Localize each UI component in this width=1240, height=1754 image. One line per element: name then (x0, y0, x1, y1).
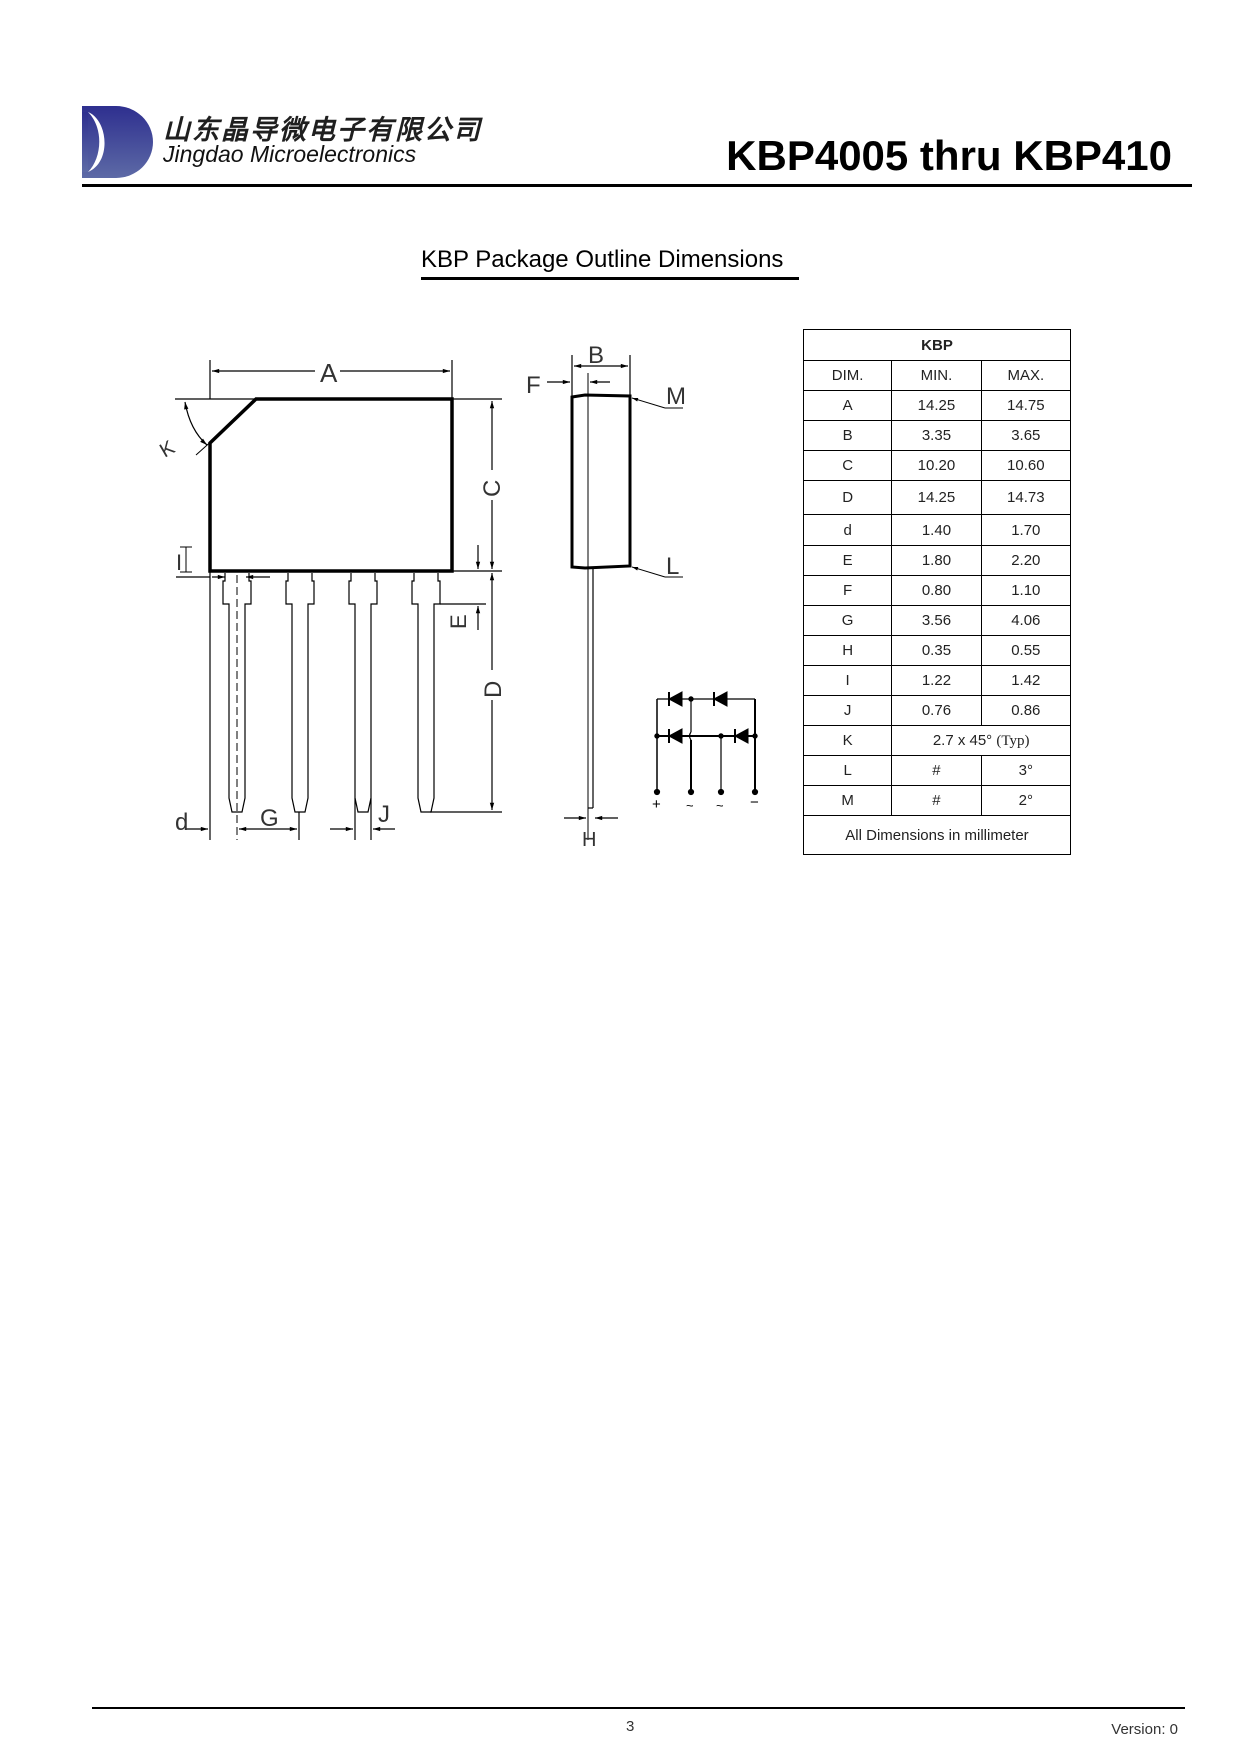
min-cell: 0.35 (891, 635, 982, 666)
page-number: 3 (626, 1718, 635, 1735)
min-cell: 14.25 (891, 390, 982, 421)
table-header-row: DIM. MIN. MAX. (802, 360, 1072, 391)
table-row-m: M#2° (802, 785, 1072, 816)
max-cell: 10.60 (980, 450, 1072, 481)
table-row-k: K 2.7 x 45° (Typ) (802, 725, 1071, 756)
table-row-l: L#3° (802, 755, 1072, 786)
dim-cell: d (802, 514, 893, 546)
section-title: KBP Package Outline Dimensions (421, 246, 784, 273)
label-I: I (176, 550, 182, 575)
pin-label-negative: − (750, 794, 759, 811)
dim-cell: D (802, 480, 893, 515)
footer-divider (92, 1707, 1185, 1709)
min-cell: 0.76 (891, 695, 982, 726)
k-note: (Typ) (996, 732, 1030, 749)
max-cell: 2° (980, 785, 1072, 816)
label-B: B (588, 342, 604, 369)
document-title: KBP4005 thru KBP410 (726, 132, 1172, 179)
dim-cell: G (802, 605, 893, 636)
min-cell: 0.80 (891, 575, 982, 606)
pin-label-ac1: ~ (686, 798, 694, 813)
section-title-underline (421, 277, 799, 280)
label-L: L (666, 553, 679, 580)
label-d: d (175, 809, 188, 836)
table-package-name: KBP (803, 329, 1071, 361)
k-value-cell: 2.7 x 45° (Typ) (891, 725, 1071, 756)
label-A: A (320, 358, 338, 388)
dimension-letters: A K C I E D d G J B F M L H (156, 342, 686, 851)
max-cell: 14.73 (980, 480, 1072, 515)
header-dim: DIM. (802, 360, 893, 391)
company-name-english: Jingdao Microelectronics (163, 141, 417, 167)
side-view (547, 355, 683, 840)
label-H: H (582, 829, 596, 851)
min-cell: 1.22 (891, 665, 982, 696)
label-C: C (479, 480, 506, 497)
header-divider (82, 184, 1192, 187)
dim-cell: C (802, 450, 893, 481)
max-cell: 1.10 (980, 575, 1072, 606)
max-cell: 1.70 (980, 514, 1072, 546)
company-name-chinese: 山东晶导微电子有限公司 (163, 115, 482, 146)
package-outline-drawing: A K C I E D d G J B F M L H (156, 342, 759, 851)
min-cell: 1.40 (891, 514, 982, 546)
min-cell: # (891, 755, 982, 786)
header-max: MAX. (980, 360, 1072, 391)
dim-cell: F (802, 575, 893, 606)
dim-cell: B (802, 420, 893, 451)
label-D: D (480, 681, 507, 698)
max-cell: 0.86 (980, 695, 1072, 726)
dim-cell: E (802, 545, 893, 576)
min-cell: # (891, 785, 982, 816)
max-cell: 1.42 (980, 665, 1072, 696)
max-cell: 14.75 (980, 390, 1072, 421)
label-J: J (378, 801, 390, 828)
min-cell: 14.25 (891, 480, 982, 515)
dim-cell: I (802, 665, 893, 696)
header-min: MIN. (891, 360, 982, 391)
pin-label-ac2: ~ (716, 798, 724, 813)
pin-label-positive: + (652, 796, 661, 813)
min-cell: 1.80 (891, 545, 982, 576)
max-cell: 3.65 (980, 420, 1072, 451)
units-note: All Dimensions in millimeter (803, 815, 1071, 855)
label-M: M (666, 383, 686, 410)
max-cell: 3° (980, 755, 1072, 786)
max-cell: 0.55 (980, 635, 1072, 666)
dim-cell: M (802, 785, 893, 816)
label-K: K (156, 436, 179, 462)
label-F: F (526, 372, 541, 399)
max-cell: 2.20 (980, 545, 1072, 576)
dim-cell: A (802, 390, 893, 421)
k-value: 2.7 x 45° (932, 731, 993, 749)
label-E: E (446, 614, 471, 629)
table-title-row: KBP (803, 329, 1071, 361)
dim-cell: H (802, 635, 893, 666)
min-cell: 3.35 (891, 420, 982, 451)
dim-cell: K (802, 725, 893, 756)
table-footer-row: All Dimensions in millimeter (803, 815, 1071, 855)
front-view (175, 360, 502, 840)
bridge-rectifier-schematic-icon (653, 691, 759, 796)
max-cell: 4.06 (980, 605, 1072, 636)
dim-cell: J (802, 695, 893, 726)
min-cell: 3.56 (891, 605, 982, 636)
company-logo-icon (82, 106, 153, 178)
version-label: Version: 0 (1111, 1721, 1178, 1738)
label-G: G (260, 805, 279, 832)
dim-cell: L (802, 755, 893, 786)
min-cell: 10.20 (891, 450, 982, 481)
